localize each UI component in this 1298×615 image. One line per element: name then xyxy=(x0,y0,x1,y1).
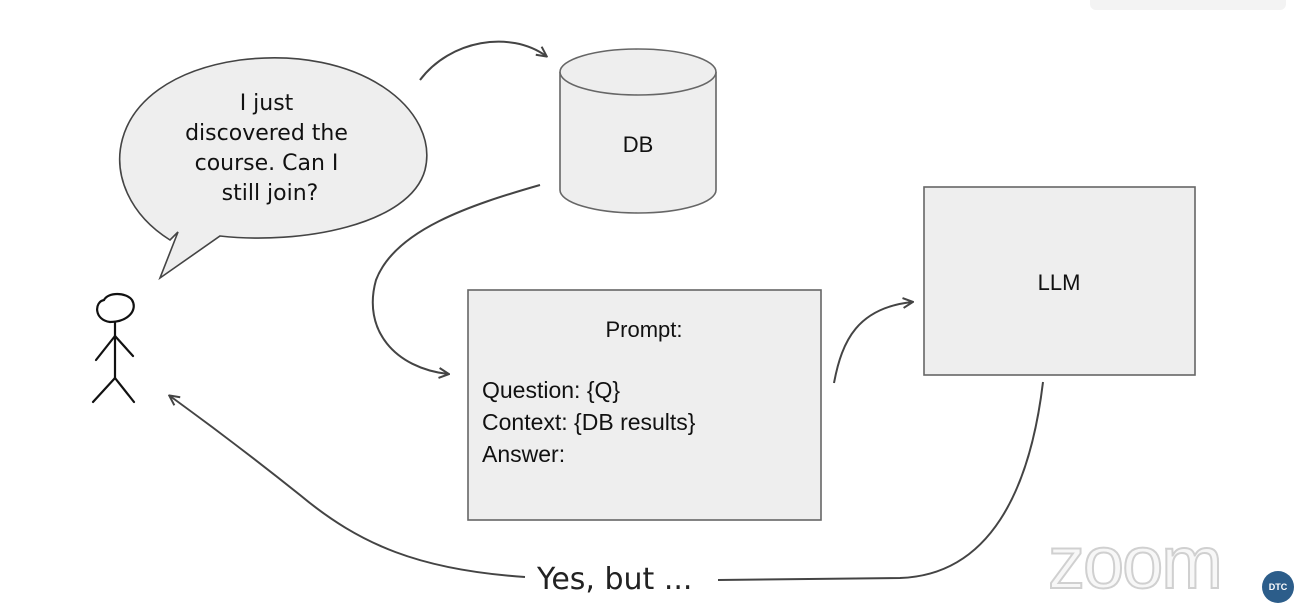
llm-box: LLM xyxy=(923,186,1196,376)
svg-text:I just discovered the: I just discovered the course. Can I stil… xyxy=(185,91,355,206)
db-label: DB xyxy=(623,132,654,157)
prompt-context-line: Context: {DB results} xyxy=(482,409,696,435)
svg-text:Question: {Q} Context:: Question: {Q} Context: {DB results} Answ… xyxy=(482,377,702,467)
speech-bubble: I just discovered the course. Can I stil… xyxy=(119,57,428,281)
arrow-answer-to-user xyxy=(170,396,526,578)
database-cylinder: DB xyxy=(559,48,717,214)
speech-line-1: I just xyxy=(240,91,294,116)
prompt-box: Prompt: Question: {Q} Context: {DB resul… xyxy=(467,289,822,521)
arrow-prompt-to-llm xyxy=(833,302,912,384)
answer-label: Yes, but ... xyxy=(536,562,692,597)
prompt-answer-line: Answer: xyxy=(482,441,565,467)
arrow-llm-to-answer xyxy=(717,381,1044,581)
zoom-watermark: zoom xyxy=(1047,520,1224,605)
arrow-db-to-prompt xyxy=(371,184,541,374)
speech-line-2: discovered the xyxy=(185,121,348,146)
user-stick-figure-icon xyxy=(91,292,136,404)
arrow-bubble-to-db xyxy=(419,40,546,81)
llm-label: LLM xyxy=(1038,270,1081,295)
prompt-title: Prompt: xyxy=(605,317,682,342)
speech-line-3: course. Can I xyxy=(195,151,339,176)
dtc-badge: DTC xyxy=(1262,571,1294,603)
prompt-question-line: Question: {Q} xyxy=(482,377,620,403)
top-toolbar-edge xyxy=(1090,0,1286,10)
speech-line-4: still join? xyxy=(222,181,319,206)
